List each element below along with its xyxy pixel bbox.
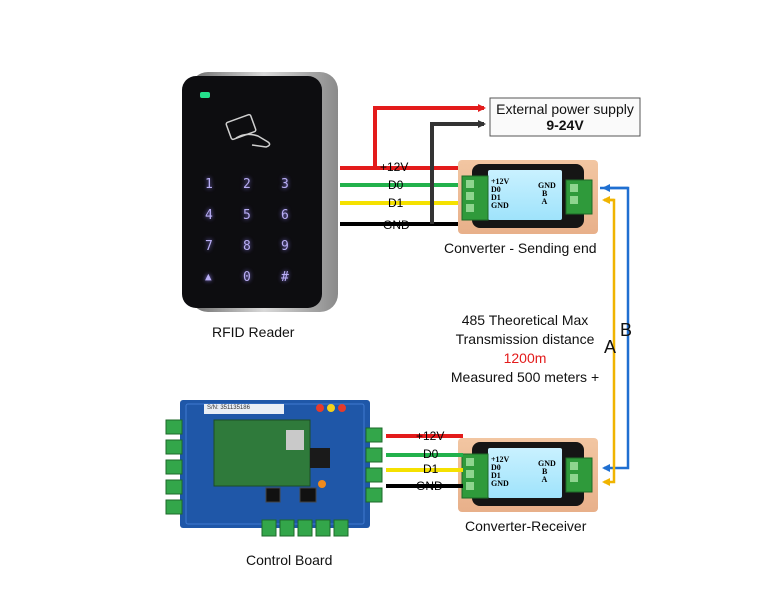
- wire-power-feed: [373, 104, 486, 168]
- converter-sending-label: Converter - Sending end: [444, 240, 597, 256]
- converter-receiver: [458, 438, 598, 512]
- bottom-wires: [386, 434, 463, 488]
- power-supply-voltage: 9-24V: [546, 117, 584, 133]
- distance-measured: Measured 500 meters +: [450, 369, 600, 385]
- key-1[interactable]: 1: [205, 177, 213, 192]
- control-board: [165, 400, 383, 537]
- control-board-label: Control Board: [246, 552, 333, 568]
- control-board-serial: S/N: 351135186: [207, 405, 250, 411]
- key-7[interactable]: 7: [205, 239, 213, 254]
- wire-label-gnd-bottom: GND: [416, 479, 443, 493]
- top-wires: [340, 104, 486, 226]
- wire-label-d1-bottom: D1: [423, 462, 439, 476]
- bus-label-a: A: [604, 337, 617, 357]
- wire-label-d1-top: D1: [388, 196, 404, 210]
- distance-line-2: Transmission distance: [455, 331, 595, 347]
- distance-value: 1200m: [503, 350, 547, 366]
- key-0[interactable]: 0: [243, 270, 251, 285]
- card-reading-hand-icon: [225, 113, 271, 148]
- distance-info: 485 Theoretical Max Transmission distanc…: [440, 311, 610, 387]
- rs485-bus: [600, 184, 630, 486]
- key-3[interactable]: 3: [281, 177, 289, 192]
- key-6[interactable]: 6: [281, 208, 289, 223]
- rfid-reader: [182, 72, 338, 312]
- key-bell[interactable]: ▲: [205, 270, 212, 283]
- bus-label-b: B: [620, 320, 633, 340]
- distance-line-1: 485 Theoretical Max: [461, 312, 589, 328]
- key-8[interactable]: 8: [243, 239, 251, 254]
- converter-sending-left-terminals: +12V D0 D1 GND: [491, 177, 510, 210]
- wire-label-d0-bottom: D0: [423, 447, 439, 461]
- key-2[interactable]: 2: [243, 177, 251, 192]
- power-supply-label: External power supply 9-24V: [496, 101, 634, 133]
- reader-status-led: [200, 92, 210, 98]
- converter-receiver-right-terminals: GND B A: [538, 459, 556, 484]
- key-4[interactable]: 4: [205, 208, 213, 223]
- key-hash[interactable]: #: [281, 270, 289, 285]
- converter-receiver-left-terminals: +12V D0 D1 GND: [491, 455, 510, 488]
- wire-label-d0-top: D0: [388, 178, 404, 192]
- wire-label-12v-top: +12V: [380, 160, 409, 174]
- converter-receiver-label: Converter-Receiver: [465, 518, 587, 534]
- wire-label-gnd-top: GND: [383, 218, 410, 232]
- reader-label: RFID Reader: [212, 324, 295, 340]
- converter-sending-right-terminals: GND B A: [538, 181, 556, 206]
- key-9[interactable]: 9: [281, 239, 289, 254]
- wire-power-return: [430, 120, 486, 224]
- converter-sending: [458, 160, 598, 234]
- power-supply-title: External power supply: [496, 101, 634, 117]
- power-supply-box: [489, 97, 641, 137]
- wire-label-12v-bottom: +12V: [416, 429, 445, 443]
- key-5[interactable]: 5: [243, 208, 251, 223]
